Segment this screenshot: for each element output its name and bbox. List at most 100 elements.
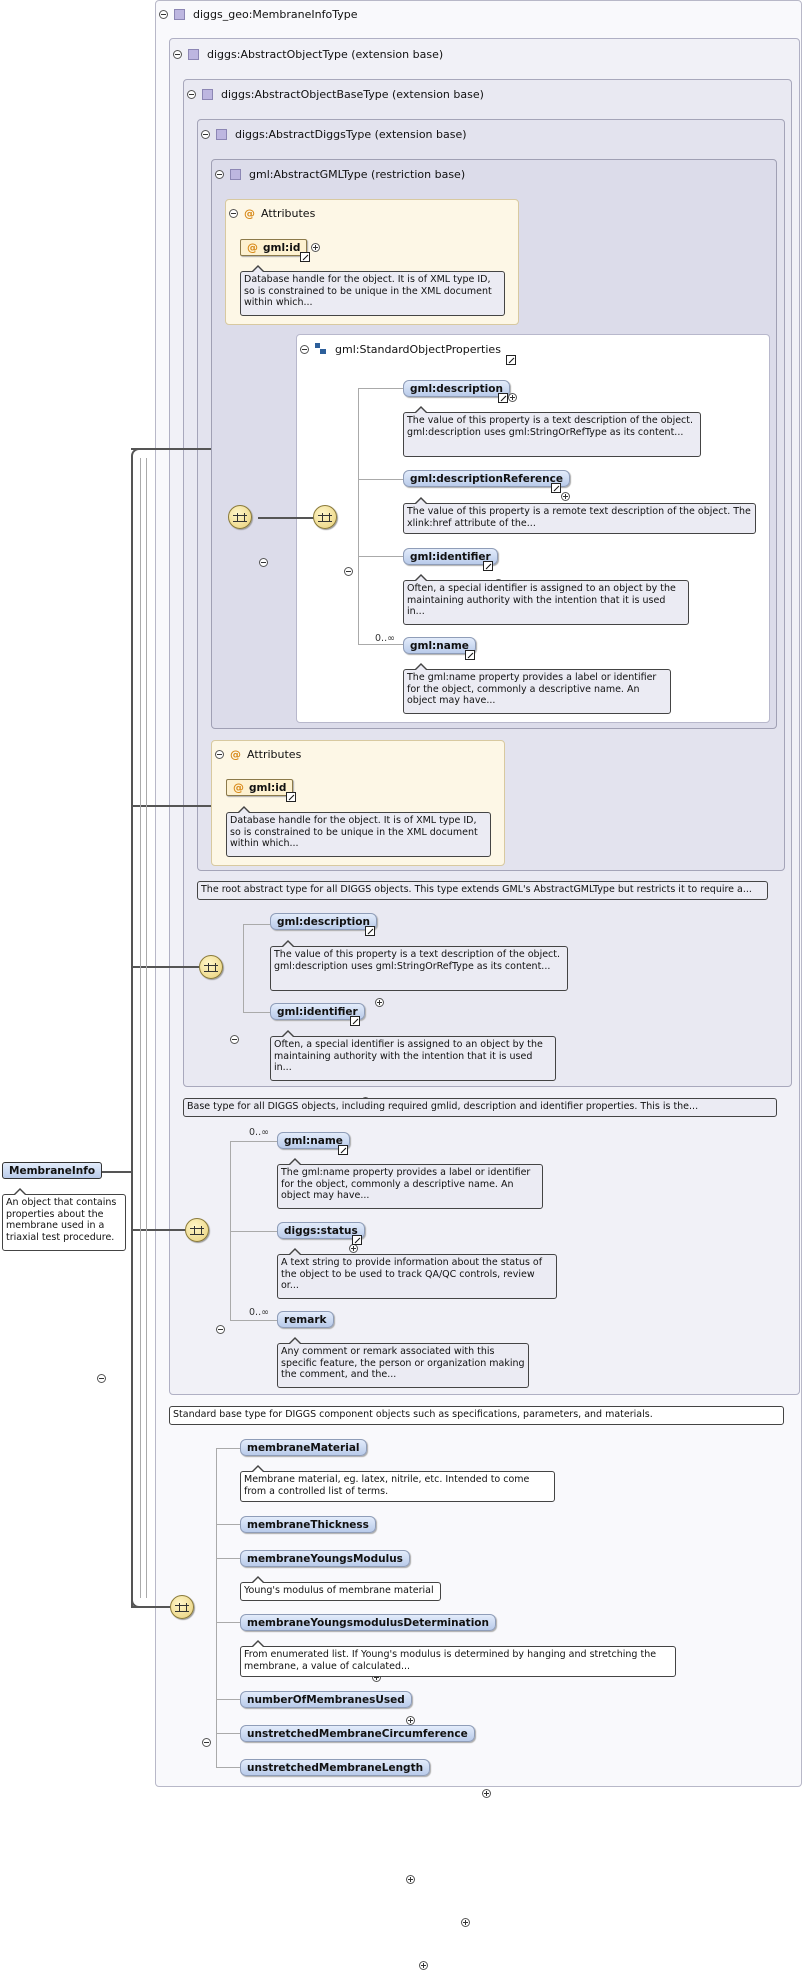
abstract-gml-type-label: gml:AbstractGMLType (restriction base) — [249, 167, 466, 181]
standard-object-properties-header[interactable]: gml:StandardObjectProperties — [300, 341, 501, 357]
expand-toggle-icon[interactable] — [561, 492, 570, 501]
sop-description-desc: The value of this property is a text des… — [403, 406, 701, 457]
attributes-header-outer[interactable]: @ Attributes — [215, 746, 301, 762]
number-of-membranes-label: numberOfMembranesUsed — [247, 1693, 405, 1706]
expand-toggle-icon[interactable] — [461, 1918, 470, 1927]
membrane-youngs-modulus-element[interactable]: membraneYoungsModulus — [240, 1550, 410, 1567]
connector-line — [358, 644, 403, 645]
collapse-toggle-icon[interactable] — [201, 129, 210, 139]
ao-status-label: diggs:status — [284, 1224, 358, 1237]
collapse-toggle-icon[interactable] — [300, 344, 309, 354]
sequence-icon — [185, 1218, 209, 1242]
sop-name-desc: The gml:name property provides a label o… — [403, 663, 671, 714]
connector-corner — [131, 1594, 145, 1608]
abstract-object-base-type-header[interactable]: diggs:AbstractObjectBaseType (extension … — [187, 86, 484, 102]
membrane-info-root-desc: An object that contains properties about… — [2, 1188, 126, 1251]
collapse-toggle-icon[interactable] — [216, 1325, 225, 1334]
sop-name-element[interactable]: gml:name — [403, 637, 476, 654]
collapse-toggle-icon[interactable] — [215, 749, 224, 759]
aob-description-element[interactable]: gml:description — [270, 913, 377, 930]
expand-toggle-icon[interactable] — [406, 1875, 415, 1884]
reference-link-icon[interactable] — [286, 792, 296, 802]
ao-status-element[interactable]: diggs:status — [277, 1222, 365, 1239]
reference-link-icon[interactable] — [365, 926, 375, 936]
aob-identifier-element[interactable]: gml:identifier — [270, 1003, 365, 1020]
connector-line — [216, 1699, 240, 1700]
reference-link-icon[interactable] — [551, 483, 561, 493]
expand-toggle-icon[interactable] — [419, 1961, 428, 1970]
gml-id-attribute-outer[interactable]: @ gml:id — [226, 779, 294, 796]
connector-corner — [131, 448, 145, 462]
membrane-material-element[interactable]: membraneMaterial — [240, 1439, 367, 1456]
reference-link-icon[interactable] — [506, 355, 516, 365]
reference-link-icon[interactable] — [352, 1235, 362, 1245]
abstract-diggs-type-header[interactable]: diggs:AbstractDiggsType (extension base) — [201, 126, 467, 142]
sop-name-cardinality: 0..∞ — [375, 633, 395, 644]
ao-remark-desc: Any comment or remark associated with th… — [277, 1337, 529, 1388]
collapse-toggle-icon[interactable] — [97, 1374, 106, 1383]
reference-link-icon[interactable] — [483, 561, 493, 571]
expand-toggle-icon[interactable] — [375, 998, 384, 1007]
expand-toggle-icon[interactable] — [311, 243, 320, 252]
unstretched-length-label: unstretchedMembraneLength — [247, 1761, 424, 1774]
attribute-at-icon: @ — [244, 206, 255, 220]
collapse-toggle-icon[interactable] — [187, 89, 196, 99]
reference-link-icon[interactable] — [338, 1145, 348, 1155]
complex-type-icon — [216, 128, 227, 140]
abstract-gml-type-header[interactable]: gml:AbstractGMLType (restriction base) — [215, 166, 465, 182]
collapse-toggle-icon[interactable] — [344, 567, 353, 576]
expand-toggle-icon[interactable] — [349, 1244, 358, 1253]
membrane-info-type-header[interactable]: diggs_geo:MembraneInfoType — [159, 6, 357, 22]
abstract-diggs-type-label: diggs:AbstractDiggsType (extension base) — [235, 127, 467, 141]
collapse-toggle-icon[interactable] — [229, 208, 238, 218]
attributes-label-outer: Attributes — [247, 747, 302, 761]
ao-name-element[interactable]: gml:name — [277, 1132, 350, 1149]
expand-toggle-icon[interactable] — [406, 1716, 415, 1725]
complex-type-icon — [202, 88, 213, 100]
membrane-youngs-determination-element[interactable]: membraneYoungsmodulusDetermination — [240, 1614, 496, 1631]
gml-id-attribute-inner[interactable]: @ gml:id — [240, 239, 308, 256]
reference-link-icon[interactable] — [300, 252, 310, 262]
connector-line — [358, 556, 403, 557]
sop-identifier-element[interactable]: gml:identifier — [403, 548, 498, 565]
expand-toggle-icon[interactable] — [508, 393, 517, 402]
complex-type-icon — [188, 48, 199, 60]
connector-line — [358, 479, 403, 480]
sop-name-label: gml:name — [410, 639, 469, 652]
collapse-toggle-icon[interactable] — [173, 49, 182, 59]
sop-description-label: gml:description — [410, 382, 503, 395]
membrane-info-root-element[interactable]: MembraneInfo — [2, 1162, 103, 1179]
attributes-header-inner[interactable]: @ Attributes — [229, 205, 315, 221]
reference-link-icon[interactable] — [498, 393, 508, 403]
connector-line — [358, 388, 359, 644]
connector-line — [102, 1171, 132, 1173]
sop-description-element[interactable]: gml:description — [403, 380, 510, 397]
sequence-icon — [228, 505, 252, 529]
membrane-thickness-element[interactable]: membraneThickness — [240, 1516, 376, 1533]
reference-link-icon[interactable] — [350, 1016, 360, 1026]
connector-line — [216, 1448, 217, 1768]
collapse-toggle-icon[interactable] — [159, 9, 168, 19]
expand-toggle-icon[interactable] — [482, 1789, 491, 1798]
connector-line — [131, 966, 199, 968]
connector-line — [243, 924, 244, 1012]
unstretched-length-element[interactable]: unstretchedMembraneLength — [240, 1759, 431, 1776]
collapse-toggle-icon[interactable] — [259, 558, 268, 567]
unstretched-circumference-element[interactable]: unstretchedMembraneCircumference — [240, 1725, 475, 1742]
sop-description-reference-element[interactable]: gml:descriptionReference — [403, 470, 570, 487]
gml-id-label-outer: gml:id — [249, 781, 287, 794]
collapse-toggle-icon[interactable] — [215, 169, 224, 179]
abstract-object-type-header[interactable]: diggs:AbstractObjectType (extension base… — [173, 46, 443, 62]
ao-remark-element[interactable]: remark — [277, 1311, 334, 1328]
sequence-icon — [170, 1595, 194, 1619]
membrane-info-type-label: diggs_geo:MembraneInfoType — [193, 7, 358, 21]
collapse-toggle-icon[interactable] — [230, 1035, 239, 1044]
membrane-youngs-modulus-desc: Young's modulus of membrane material — [240, 1576, 441, 1601]
connector-line — [131, 458, 133, 1606]
number-of-membranes-element[interactable]: numberOfMembranesUsed — [240, 1691, 412, 1708]
reference-link-icon[interactable] — [465, 650, 475, 660]
gml-id-description-outer: Database handle for the object. It is of… — [226, 806, 491, 857]
collapse-toggle-icon[interactable] — [202, 1738, 211, 1747]
membrane-material-desc: Membrane material, eg. latex, nitrile, e… — [240, 1465, 555, 1502]
abstract-object-type-label: diggs:AbstractObjectType (extension base… — [207, 47, 444, 61]
